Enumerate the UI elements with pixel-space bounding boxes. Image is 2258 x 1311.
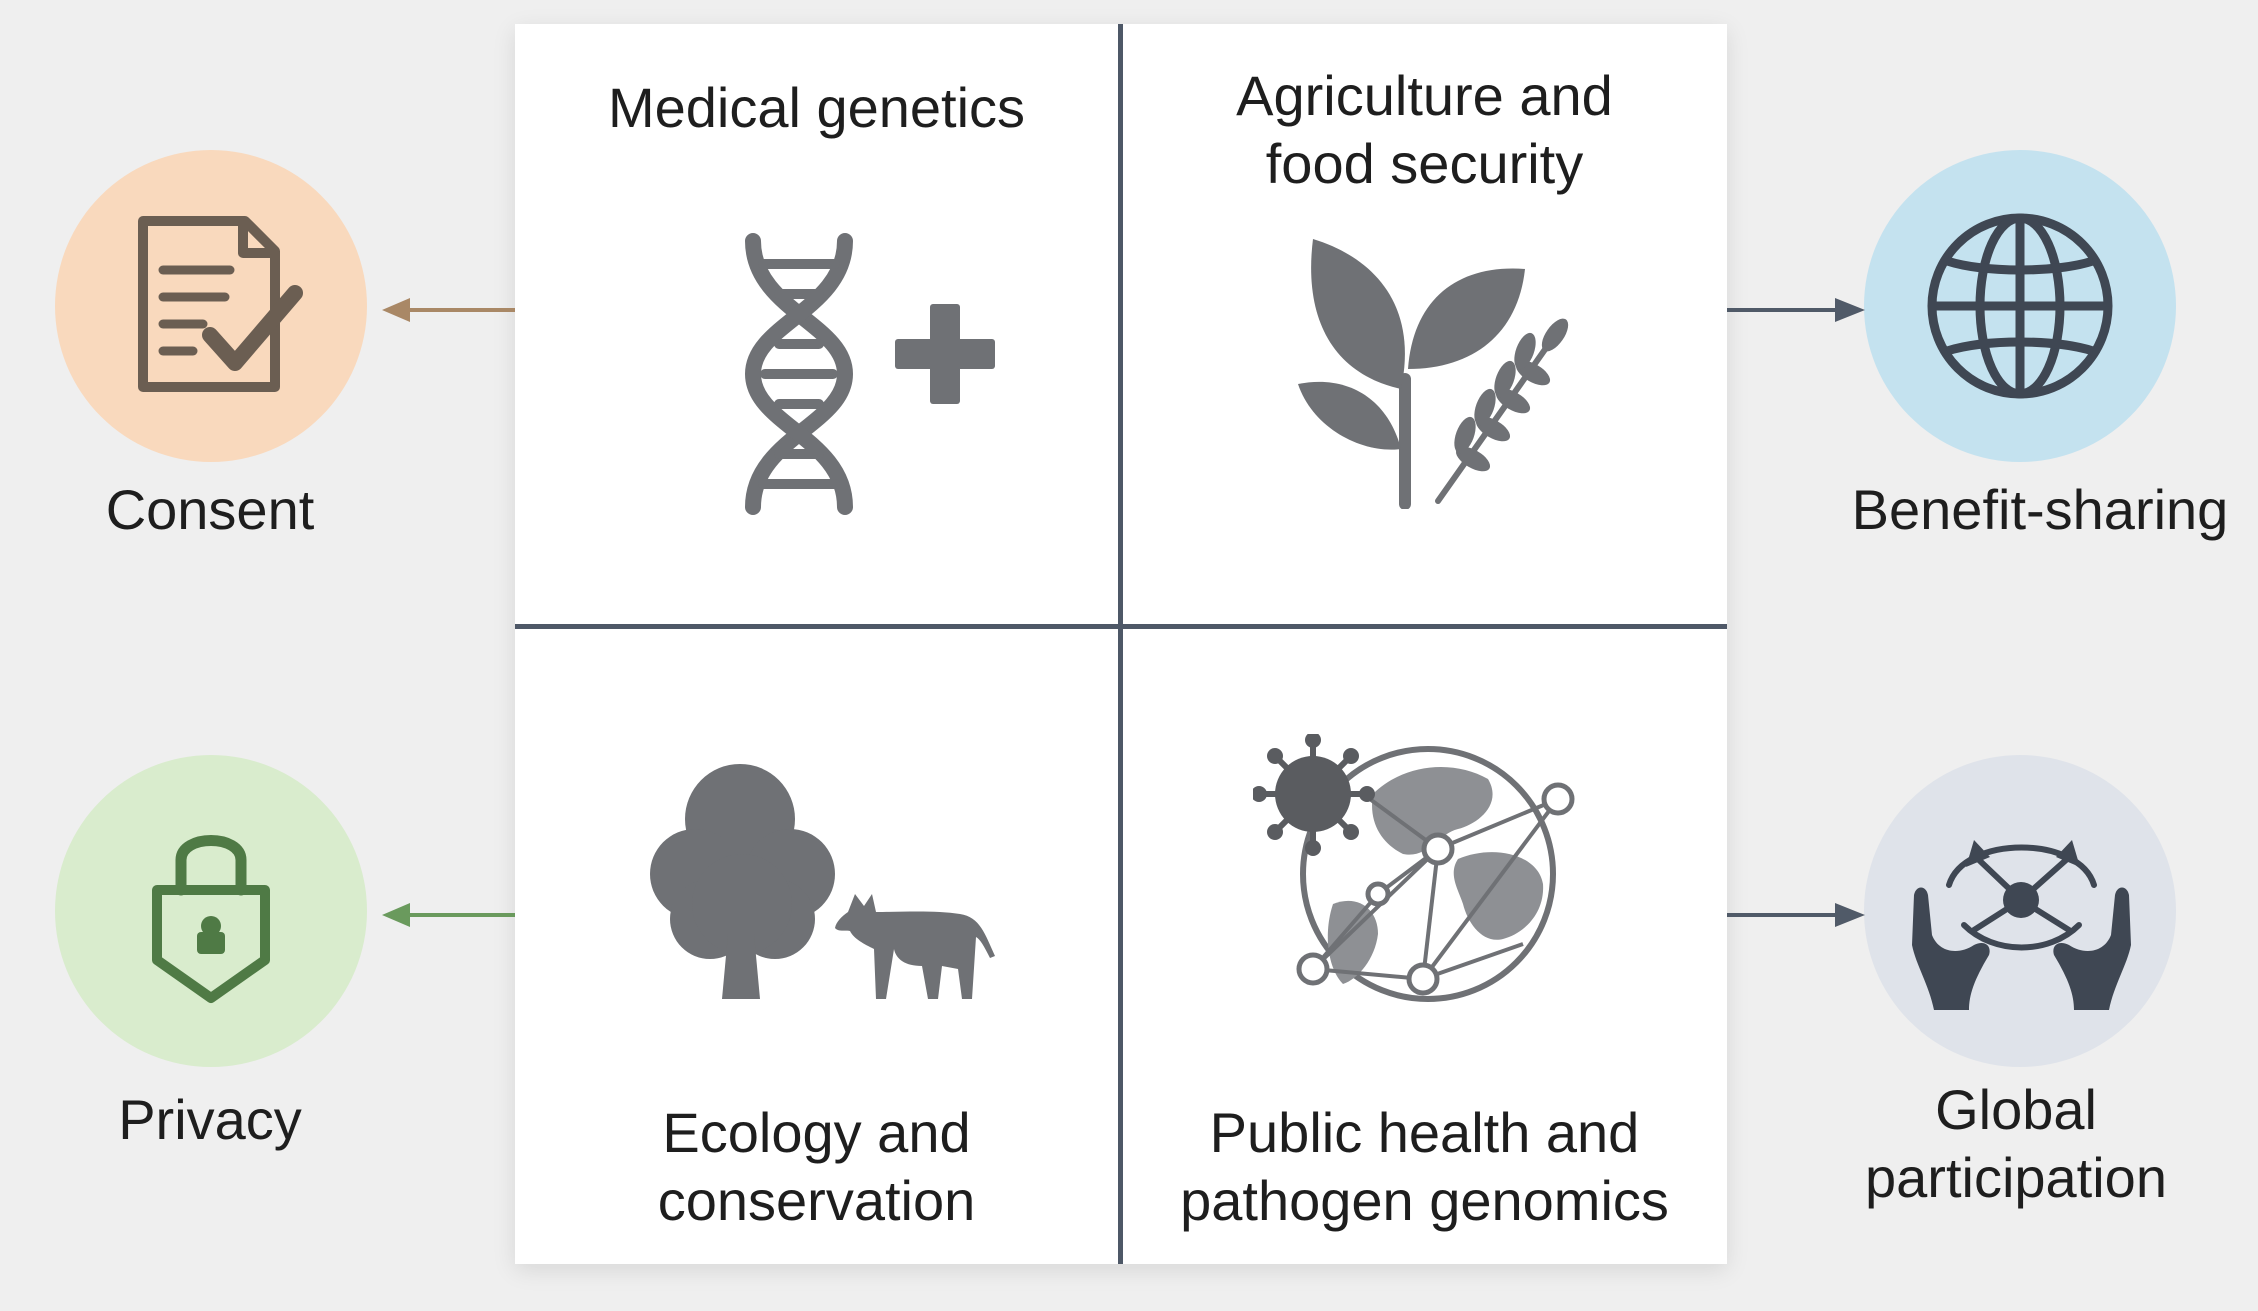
globe-pathogen-network-icon xyxy=(1253,734,1575,1002)
quadrant-title: Medical genetics xyxy=(607,76,1026,139)
global-participation-circle xyxy=(1864,755,2176,1067)
quadrant-title: Agriculture and food security xyxy=(1236,64,1613,195)
privacy-circle xyxy=(55,755,367,1067)
globe-icon xyxy=(1927,213,2113,399)
consent-circle xyxy=(55,150,367,462)
privacy-label: Privacy xyxy=(118,1088,302,1151)
privacy-arrow xyxy=(382,903,515,927)
plant-wheat-icon xyxy=(1298,239,1569,509)
consent-label: Consent xyxy=(105,478,315,541)
quadrant-ecology: Ecology and conservation xyxy=(515,629,1118,1232)
vertical-divider xyxy=(1118,24,1123,1264)
domains-grid: Medical genetics xyxy=(515,24,1727,1264)
quadrant-public-health: Public health and pathogen genomics xyxy=(1123,629,1726,1232)
benefit-sharing-label: Benefit-sharing xyxy=(1851,478,2229,541)
hands-network-icon xyxy=(1912,840,2131,1010)
quadrant-agriculture: Agriculture and food security xyxy=(1123,24,1726,624)
global-participation-arrow xyxy=(1727,903,1865,927)
dna-plus-icon xyxy=(744,233,995,515)
benefit-sharing-arrow xyxy=(1727,298,1865,322)
horizontal-divider xyxy=(515,624,1727,629)
document-check-icon xyxy=(138,216,303,392)
quadrant-title: Ecology and conservation xyxy=(657,1101,976,1232)
quadrant-title: Public health and pathogen genomics xyxy=(1180,1101,1669,1232)
tree-animal-icon xyxy=(650,764,995,999)
benefit-sharing-circle xyxy=(1864,150,2176,462)
quadrant-medical-genetics: Medical genetics xyxy=(515,24,1118,624)
lock-shield-icon xyxy=(152,835,270,1003)
consent-arrow xyxy=(382,298,515,322)
global-participation-label: Global participation xyxy=(1865,1078,2167,1209)
